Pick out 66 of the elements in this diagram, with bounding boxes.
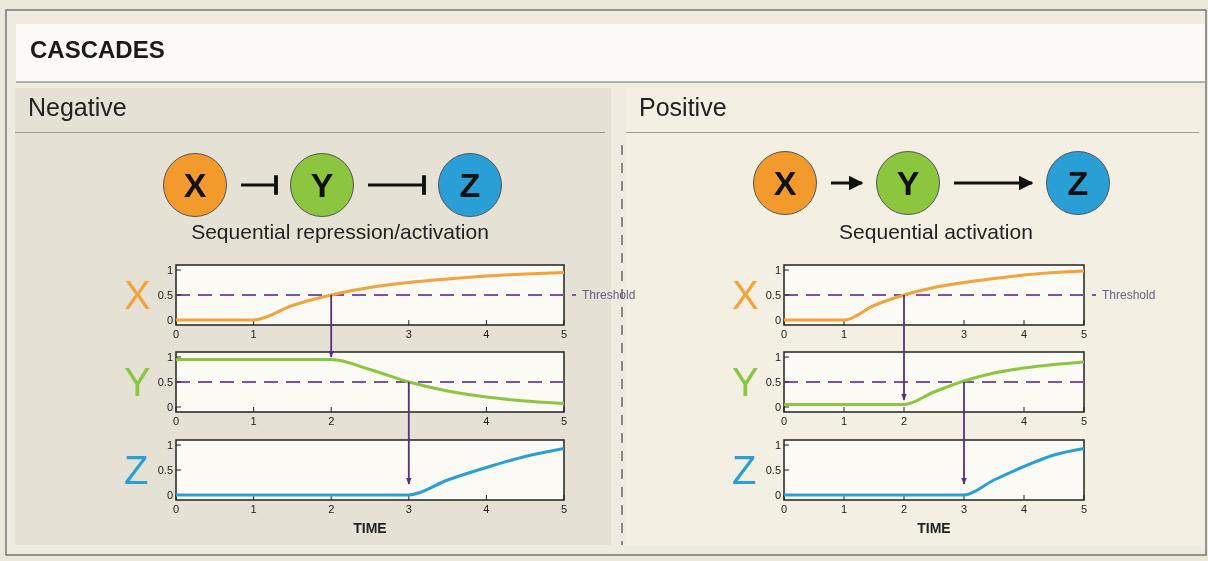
x-tick-label: 5: [560, 328, 568, 340]
arrow: [954, 175, 1034, 191]
x-tick-label: 2: [328, 415, 335, 427]
axis-label: Y: [732, 362, 759, 402]
y-tick-label: 0.5: [765, 376, 781, 388]
y-tick-label: 0: [774, 489, 781, 501]
panel-heading: Negative: [28, 93, 127, 122]
y-tick-label: 0: [166, 314, 173, 326]
x-tick-label: 4: [1020, 328, 1028, 340]
panel-heading: Positive: [639, 93, 727, 122]
x-tick-label: 5: [560, 415, 568, 427]
y-tick-label: 1: [166, 351, 173, 363]
x-tick-label: 3: [405, 503, 412, 515]
x-tick-label: 4: [483, 328, 490, 340]
axis-label: Z: [732, 450, 757, 490]
y-tick-label: 0.5: [157, 376, 173, 388]
y-tick-label: 0.5: [765, 464, 781, 476]
x-tick-label: 5: [560, 503, 568, 515]
gene-node: Z: [438, 153, 502, 217]
gene-node: Z: [1046, 151, 1110, 215]
x-tick-label: 4: [483, 415, 490, 427]
x-tick-label: 5: [1080, 328, 1088, 340]
y-tick-label: 0.5: [765, 289, 781, 301]
gene-node: Y: [876, 151, 940, 215]
axis-label: Z: [124, 450, 149, 490]
x-tick-label: 4: [1020, 415, 1028, 427]
axis-label: TIME: [352, 520, 388, 536]
x-tick-label: 1: [250, 503, 257, 515]
y-tick-label: 0: [166, 401, 173, 413]
x-tick-label: 3: [960, 503, 968, 515]
y-tick-label: 1: [774, 264, 781, 276]
y-tick-label: 1: [774, 351, 781, 363]
axis-label: Y: [124, 362, 151, 402]
axis-label: X: [124, 275, 151, 315]
x-tick-label: 4: [1020, 503, 1028, 515]
x-tick-label: 5: [1080, 415, 1088, 427]
y-tick-label: 1: [166, 439, 173, 451]
title: CASCADES: [30, 36, 165, 64]
y-tick-label: 0.5: [157, 289, 173, 301]
x-tick-label: 2: [328, 503, 335, 515]
axis-label: X: [732, 275, 759, 315]
arrow: [831, 175, 864, 191]
x-tick-label: 4: [483, 503, 490, 515]
panel-subheading: Sequential activation: [838, 220, 1034, 244]
gene-node: Y: [290, 153, 354, 217]
x-tick-label: 3: [405, 328, 412, 340]
x-tick-label: 5: [1080, 503, 1088, 515]
x-tick-label: 3: [960, 328, 968, 340]
x-tick-label: 1: [250, 328, 257, 340]
x-tick-label: 1: [840, 503, 848, 515]
y-tick-label: 1: [166, 264, 173, 276]
x-tick-label: 1: [840, 328, 848, 340]
gene-node: X: [163, 153, 227, 217]
annotation-label: Threshold: [1102, 288, 1156, 302]
x-tick-label: 2: [900, 415, 908, 427]
y-tick-label: 1: [774, 439, 781, 451]
y-tick-label: 0: [166, 489, 173, 501]
axis-label: TIME: [916, 520, 952, 536]
y-tick-label: 0: [774, 401, 781, 413]
y-tick-label: 0.5: [157, 464, 173, 476]
gene-node: X: [753, 151, 817, 215]
y-tick-label: 0: [774, 314, 781, 326]
x-tick-label: 1: [840, 415, 848, 427]
panel-subheading: Sequential repression/activation: [190, 220, 490, 244]
x-tick-label: 1: [250, 415, 257, 427]
x-tick-label: 2: [900, 503, 908, 515]
